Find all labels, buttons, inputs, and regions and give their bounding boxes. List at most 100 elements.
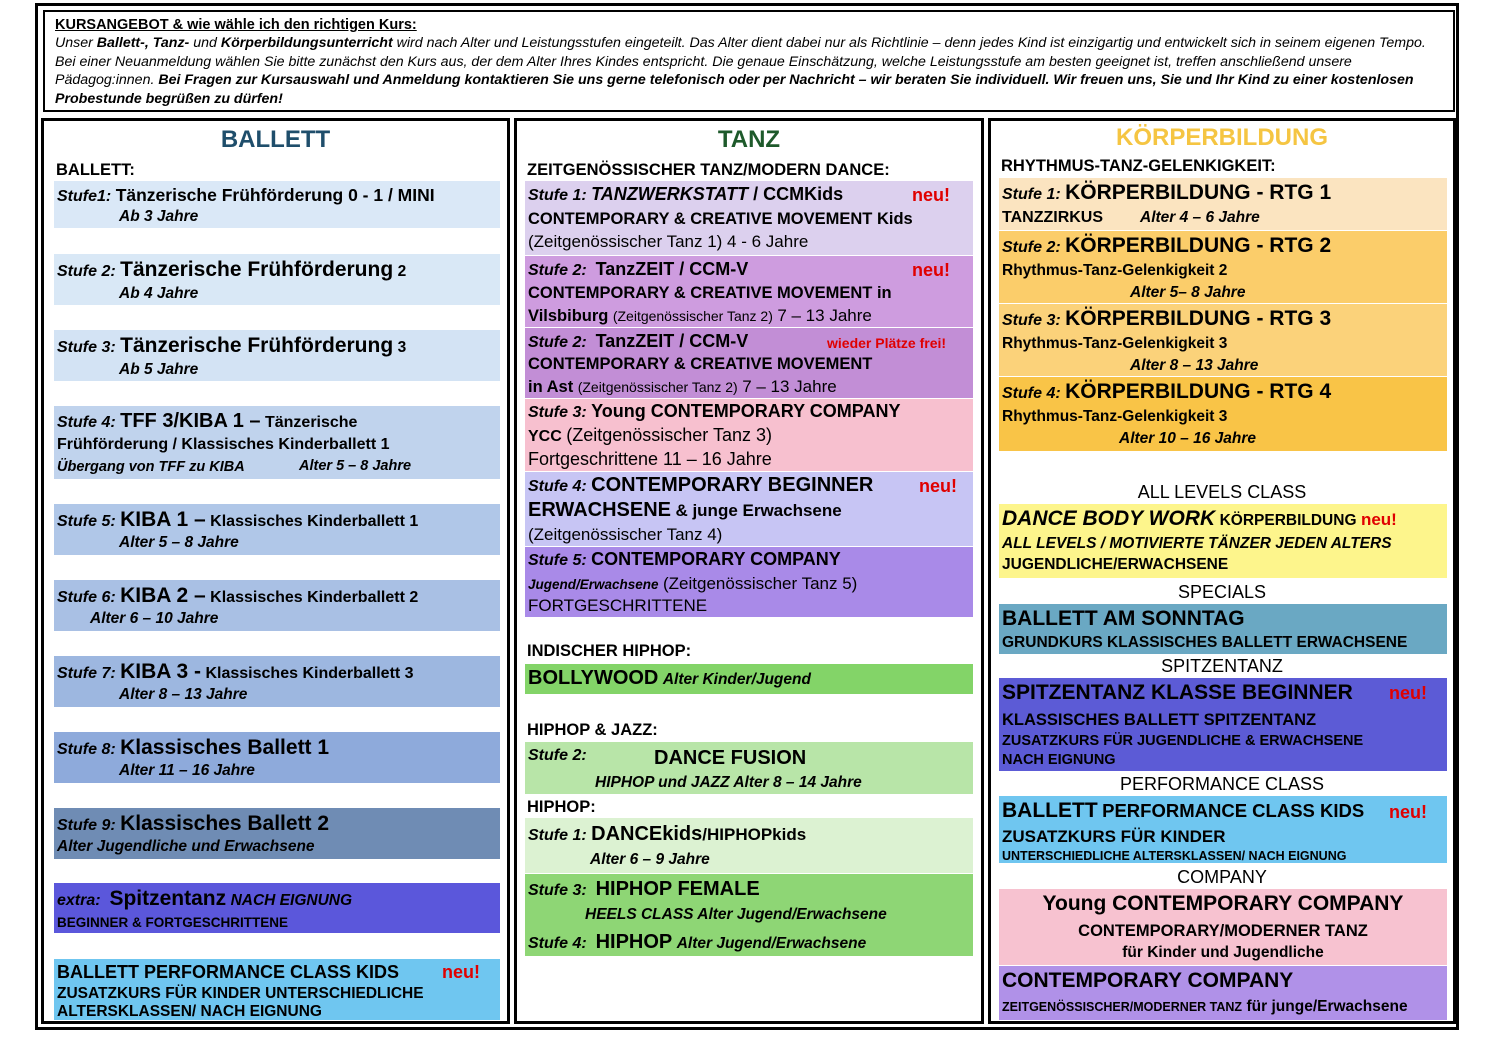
ballett-performance[interactable]: BALLETT PERFORMANCE CLASS KIDS neu! ZUSA… [54,959,500,1020]
course-rest: Tänzerische [264,414,358,431]
tanz-stufe-1[interactable]: Stufe 1: TANZWERKSTATT / CCMKids neu! CO… [525,181,973,255]
course-line2: ZEITGENÖSSISCHER/MODERNER TANZ [1002,1000,1243,1014]
neu-badge: neu! [919,476,957,496]
stufe-label: extra: [57,892,101,909]
course-age: Alter 5– 8 Jahre [1130,284,1246,301]
stufe-label: Stufe 2: [1002,239,1061,256]
course-rest: / CCMKids [748,184,844,204]
tanz-hiphop-stufe-1[interactable]: Stufe 1: DANCEkids/HIPHOPkids Alter 6 – … [525,818,973,873]
course-type: (Zeitgenössischer Tanz 2) [577,379,738,395]
course-name: Klassisches Ballett 1 [120,736,330,759]
koerper-dance-body-work[interactable]: DANCE BODY WORK KÖRPERBILDUNG neu! ALL L… [999,504,1447,578]
stufe-label: Stufe 1: [528,827,587,844]
course-rest: NACH EIGNUNG [230,892,353,909]
course-name: KIBA 2 – [120,584,206,607]
stufe-label: Stufe 5: [528,552,587,569]
stufe-label: Stufe 1: [1002,186,1061,203]
koerper-spitzentanz[interactable]: SPITZENTANZ KLASSE BEGINNER neu! KLASSIS… [999,678,1447,771]
stufe-label: Stufe 7: [57,665,116,682]
course-name: TFF 3/KIBA 1 – [120,410,261,432]
ballett-stufe-1[interactable]: Stufe1: Tänzerische Frühförderung 0 - 1 … [54,181,500,228]
koerper-contemporary-company[interactable]: CONTEMPORARY COMPANY ZEITGENÖSSISCHER/MO… [999,966,1447,1020]
tanz-bollywood[interactable]: BOLLYWOOD Alter Kinder/Jugend [525,664,973,694]
stufe-label: Stufe 6: [57,589,116,606]
course-name: Spitzentanz [109,887,227,910]
ballett-column: BALLETT BALLETT: Stufe1: Tänzerische Frü… [41,118,510,1024]
tanz-hiphop-stufe-3-4[interactable]: Stufe 3: HIPHOP FEMALE HEELS CLASS Alter… [525,874,973,956]
tanz-subtitle: ZEITGENÖSSISCHER TANZ/MODERN DANCE: [527,161,890,179]
course-line3: Übergang von TFF zu KIBA [57,459,245,475]
ballett-stufe-6[interactable]: Stufe 6: KIBA 2 – Klassisches Kinderball… [54,580,500,631]
tanz-stufe-5[interactable]: Stufe 5: CONTEMPORARY COMPANY Jugend/Erw… [525,547,973,617]
course-type: (Zeitgenössischer Tanz 5) [663,574,858,593]
koerper-stufe-3[interactable]: Stufe 3: KÖRPERBILDUNG - RTG 3 Rhythmus-… [999,304,1447,376]
course-name: BOLLYWOOD [528,667,659,689]
ballett-stufe-8[interactable]: Stufe 8: Klassisches Ballett 1 Alter 11 … [54,732,500,783]
neu-badge: neu! [1389,802,1427,822]
course-target2: & junge Erwachsene [675,501,842,520]
ballett-extra[interactable]: extra: Spitzentanz NACH EIGNUNG BEGINNER… [54,883,500,933]
course-line3: (Zeitgenössischer Tanz 1) 4 - 6 Jahre [528,232,809,251]
neu-badge: neu! [912,260,950,280]
course-level: Fortgeschrittene 11 – 16 Jahre [528,449,772,469]
course-type: (Zeitgenössischer Tanz 3) [566,425,772,445]
stufe-label: Stufe1: [57,188,112,205]
course-name: TanzZEIT / CCM-V [595,259,749,279]
stufe-label: Stufe 4: [57,414,116,431]
course-type: (Zeitgenössischer Tanz 4) [528,525,723,544]
intro-b2: Körperbildungsunterricht [220,35,393,52]
course-name: SPITZENTANZ KLASSE BEGINNER [1002,681,1353,704]
course-rest: KÖRPERBILDUNG [1219,512,1357,529]
course-name: HIPHOP FEMALE [595,878,760,900]
stufe-label: Stufe 4: [1002,385,1061,402]
tanz-stufe-4[interactable]: Stufe 4: CONTEMPORARY BEGINNER neu! ERWA… [525,472,973,546]
stufe-label: Stufe 3: [528,404,587,421]
ballett-stufe-9[interactable]: Stufe 9: Klassisches Ballett 2 Alter Jug… [54,808,500,859]
intro-b1: Ballett-, Tanz- [96,35,190,52]
course-name: KÖRPERBILDUNG - RTG 2 [1065,234,1332,257]
koerper-subtitle: RHYTHMUS-TANZ-GELENKIGKEIT: [1001,157,1276,175]
course-name: KÖRPERBILDUNG - RTG 4 [1065,380,1332,403]
koerper-performance-class[interactable]: BALLETT PERFORMANCE CLASS KIDS neu! ZUSA… [999,796,1447,863]
stufe-label: Stufe 2: [528,262,587,279]
ballett-stufe-4[interactable]: Stufe 4: TFF 3/KIBA 1 – Tänzerische Früh… [54,406,500,479]
ballett-stufe-2[interactable]: Stufe 2: Tänzerische Frühförderung 2 Ab … [54,254,500,305]
tanz-stufe-2a[interactable]: Stufe 2: TanzZEIT / CCM-V neu! CONTEMPOR… [525,256,973,327]
koerper-ballett-am-sonntag[interactable]: BALLETT AM SONNTAG GRUNDKURS KLASSISCHES… [999,604,1447,654]
intro-p2: und [189,35,221,52]
course-line2: TANZZIRKUS [1002,209,1104,226]
course-name: Tänzerische Frühförderung [120,334,394,357]
course-name: BALLETT [1002,799,1098,822]
koerper-stufe-1[interactable]: Stufe 1: KÖRPERBILDUNG - RTG 1 TANZZIRKU… [999,178,1447,230]
ballett-stufe-7[interactable]: Stufe 7: KIBA 3 - Klassisches Kinderball… [54,656,500,707]
course-line3: für junge/Erwachsene [1246,998,1408,1015]
course-line2: ZUSATZKURS FÜR KINDER [1002,827,1226,846]
course-line2: Frühförderung / Klassisches Kinderballet… [57,436,390,453]
neu-badge: neu! [1389,683,1427,703]
tanz-dance-fusion[interactable]: Stufe 2:DANCE FUSION HIPHOP und JAZZ Alt… [525,742,973,794]
koerper-stufe-2[interactable]: Stufe 2: KÖRPERBILDUNG - RTG 2 Rhythmus-… [999,231,1447,303]
intro-p1: Unser [55,35,97,52]
course-line3: JUGENDLICHE/ERWACHSENE [1002,556,1229,573]
course-name: DANCE FUSION [654,747,807,769]
course-target: ERWACHSENE [528,499,671,521]
course-level: FORTGESCHRITTENE [528,596,708,615]
stufe-label: Stufe 8: [57,741,116,758]
course-line2: CONTEMPORARY & CREATIVE MOVEMENT [528,355,873,373]
plaetze-frei-badge: wieder Plätze frei! [827,335,947,351]
stufe-label: Stufe 2: [57,263,116,280]
page-frame [35,3,1459,1030]
stufe-label: Stufe 2: [528,747,587,764]
ballett-stufe-3[interactable]: Stufe 3: Tänzerische Frühförderung 3 Ab … [54,330,500,381]
tanz-stufe-3[interactable]: Stufe 3: Young CONTEMPORARY COMPANY YCC … [525,399,973,471]
stufe-label: Stufe 4: [528,478,587,495]
course-line2: KLASSISCHES BALLETT SPITZENTANZ [1002,711,1317,729]
koerper-young-company[interactable]: Young CONTEMPORARY COMPANY CONTEMPORARY/… [999,889,1447,965]
course-age: 7 – 13 Jahre [742,377,837,396]
course-age: Alter Jugend/Erwachsene [676,935,867,952]
intro-p3: wird nach Alter und Leistungsstufen eing… [55,35,1426,89]
ballett-stufe-5[interactable]: Stufe 5: KIBA 1 – Klassisches Kinderball… [54,504,500,555]
course-age: Ab 4 Jahre [119,285,199,302]
tanz-stufe-2b[interactable]: Stufe 2: TanzZEIT / CCM-V wieder Plätze … [525,328,973,398]
koerper-stufe-4[interactable]: Stufe 4: KÖRPERBILDUNG - RTG 4 Rhythmus-… [999,377,1447,451]
